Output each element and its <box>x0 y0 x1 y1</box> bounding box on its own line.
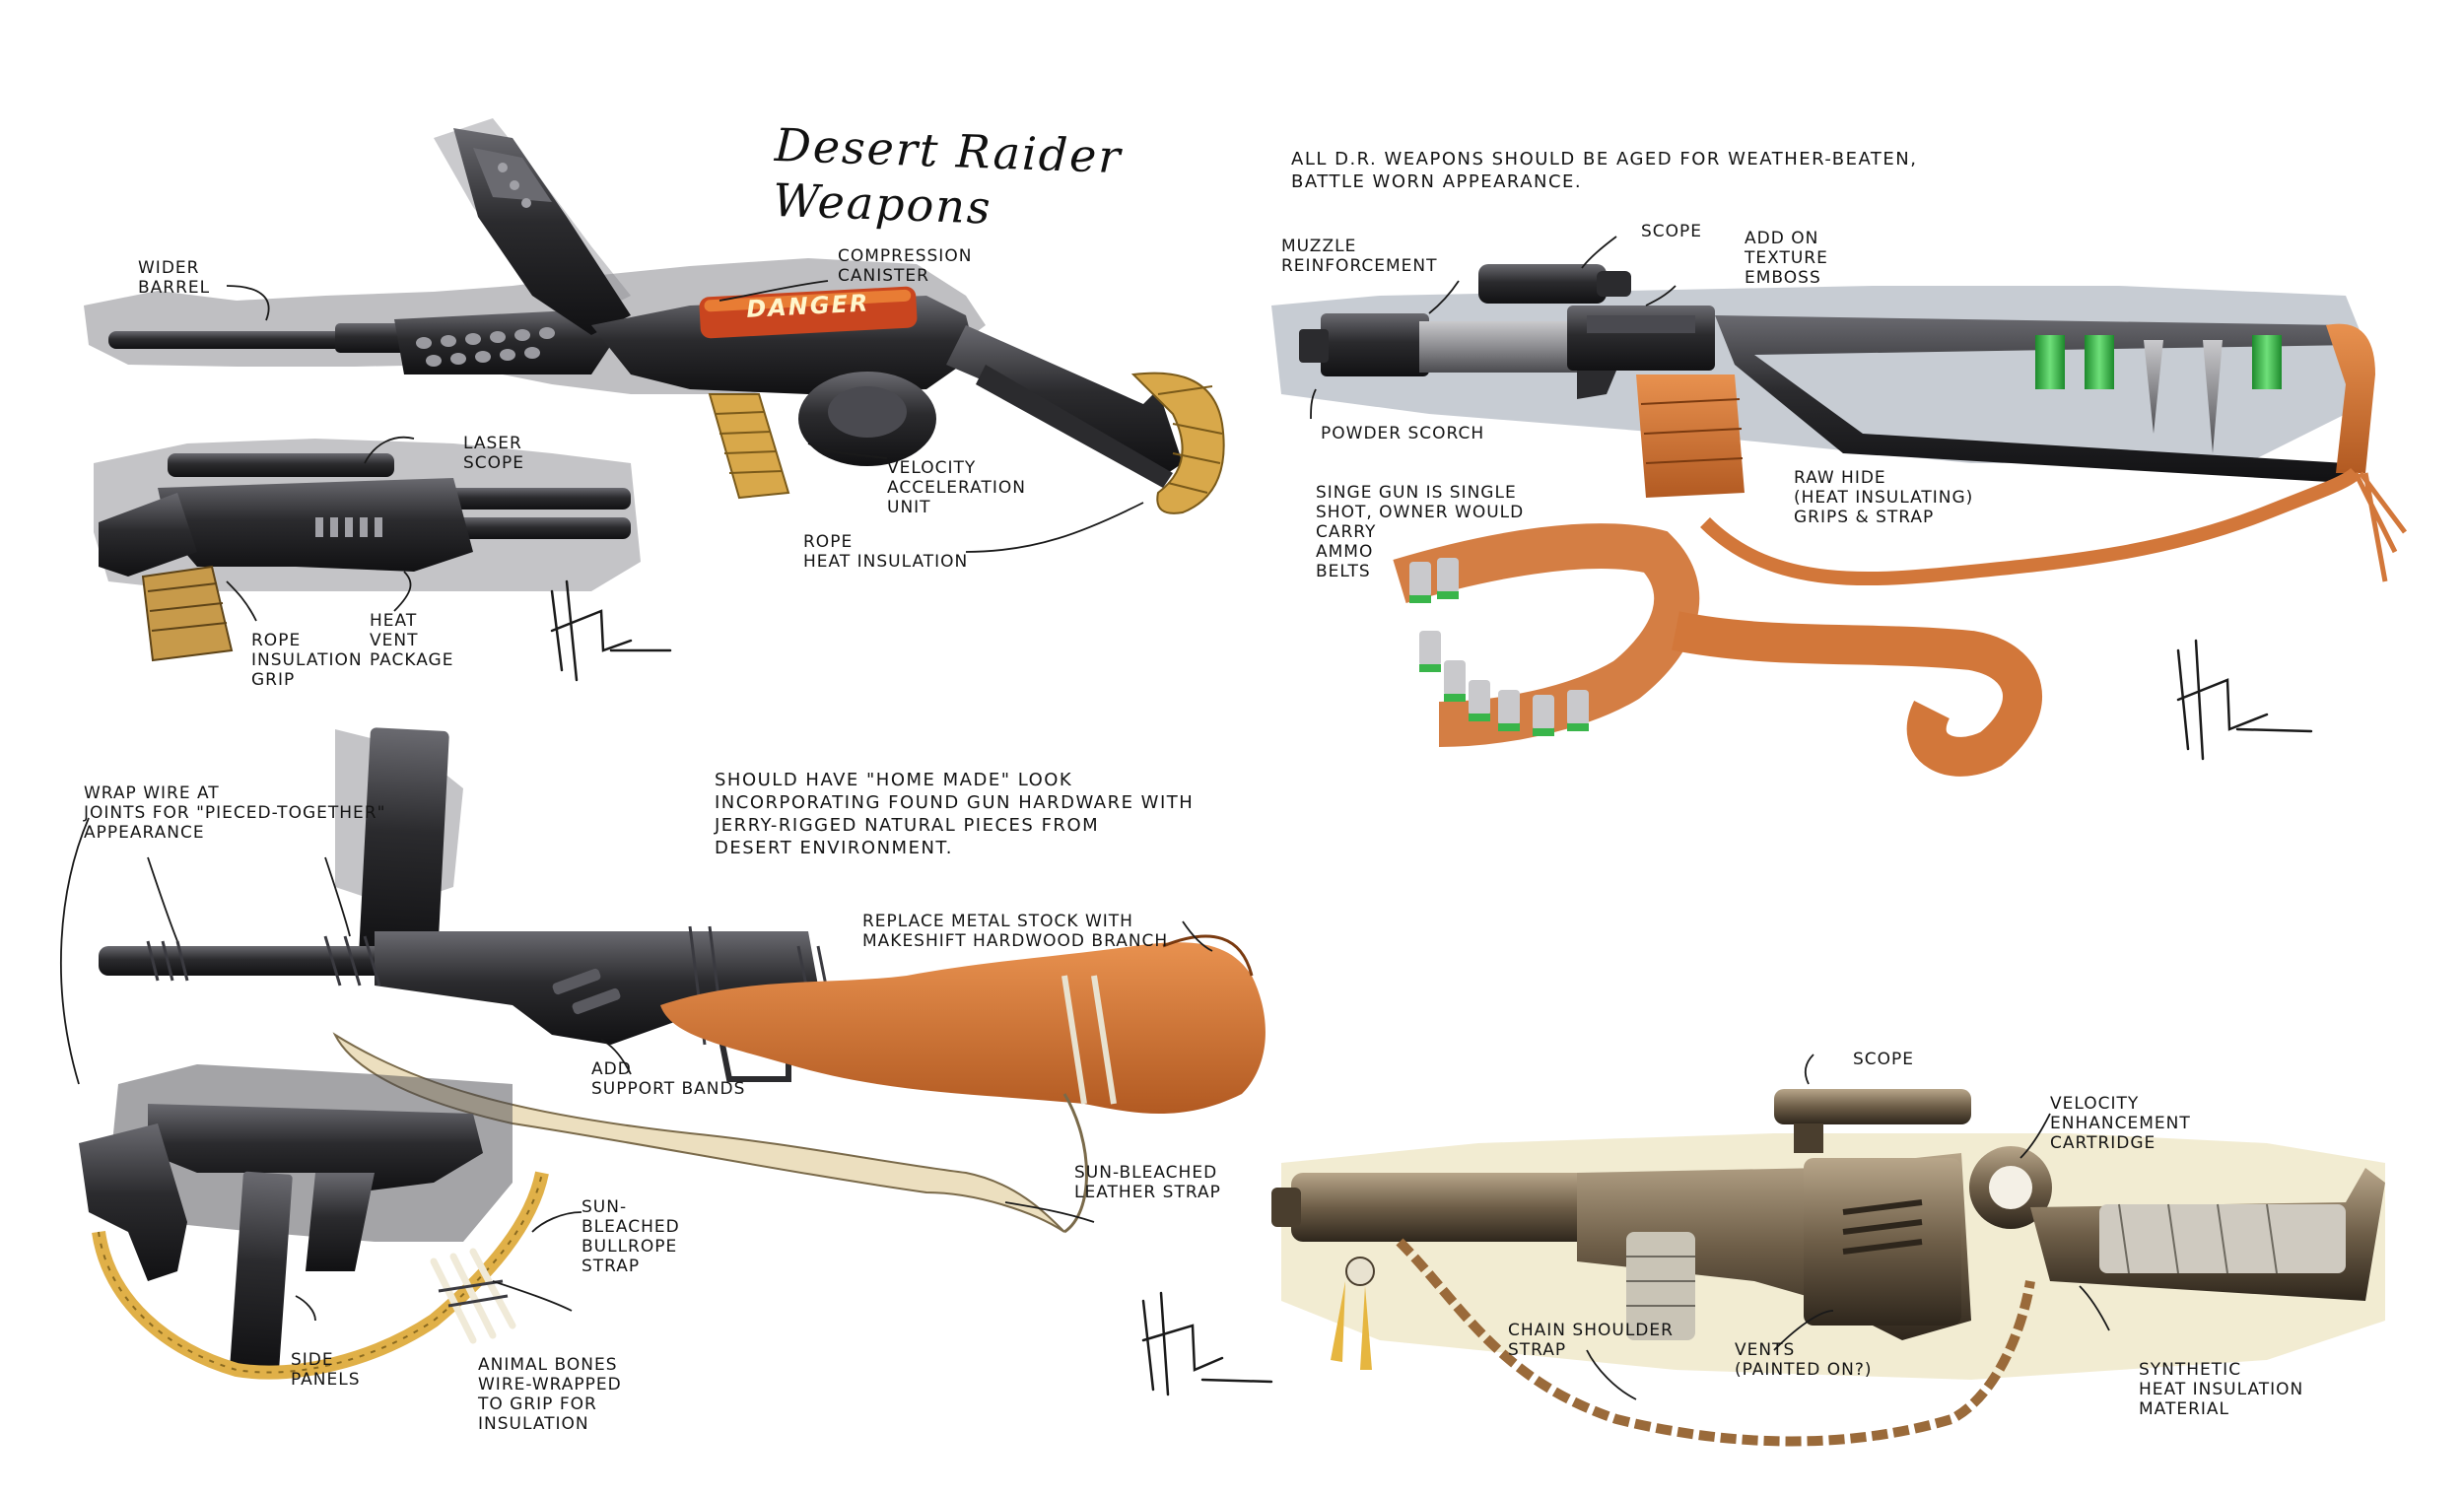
top-magazine <box>359 727 449 958</box>
label-animal-bones: Animal bones wire-wrapped to grip for in… <box>478 1355 622 1434</box>
label-add-support-bands: Add support bands <box>591 1059 746 1099</box>
label-sun-bleached-bullrope-strap: Sun- bleached bullrope strap <box>582 1197 680 1276</box>
feather-charm <box>1331 1257 1375 1370</box>
label-compression-canister: Compression canister <box>838 246 973 286</box>
rope-grip <box>708 393 790 500</box>
receiver <box>1567 306 1715 371</box>
label-wider-barrel: Wider barrel <box>138 258 211 298</box>
scope <box>1774 1089 1971 1124</box>
label-single-shot-note: Singe gun is single shot, owner would ca… <box>1316 483 1525 581</box>
label-raw-hide: Raw hide (heat insulating) grips & strap <box>1794 468 1974 527</box>
label-vents: Vents (painted on?) <box>1735 1340 1873 1380</box>
hardwood-stock <box>660 942 1266 1114</box>
label-chain-shoulder-strap: Chain shoulder strap <box>1508 1321 1674 1360</box>
magazine <box>230 1171 293 1372</box>
chain-strap <box>1396 1238 2035 1447</box>
note-aged-weapons: All D.R. weapons should be aged for weat… <box>1291 149 1918 192</box>
sketch-3-smg-rifle <box>99 727 1266 1234</box>
label-wrap-wire: Wrap wire at joints for "pieced-together… <box>84 783 386 843</box>
muzzle <box>1321 313 1429 376</box>
label-muzzle-reinforcement: Muzzle reinforcement <box>1281 237 1438 276</box>
sketch-2-single-shot <box>1271 264 2407 777</box>
rawhide-stock <box>2326 323 2375 473</box>
shotgun-stock <box>99 493 197 577</box>
barrel <box>108 331 345 349</box>
ammo-shells <box>2035 335 2282 453</box>
perforated-shroud <box>394 309 611 374</box>
label-side-panels: Side panels <box>291 1350 361 1390</box>
barrel <box>1291 1173 1597 1242</box>
label-scope-2: Scope <box>1853 1050 1915 1069</box>
belt-shells <box>1409 558 1589 730</box>
barrel <box>99 946 394 976</box>
leader-lines <box>59 236 2110 1400</box>
label-powder-scorch: Powder scorch <box>1321 424 1485 443</box>
sketch-4-rifle <box>1271 1089 2385 1447</box>
sketch-1-shotgun <box>94 439 641 662</box>
shotgun-barrel <box>434 488 631 510</box>
label-heat-vent-package: Heat vent package <box>370 611 454 670</box>
label-synthetic-heat-insulation: Synthetic heat insulation material <box>2139 1360 2304 1419</box>
label-replace-stock: Replace metal stock with makeshift hardw… <box>862 912 1169 951</box>
signature <box>550 579 2313 1396</box>
receiver <box>375 931 818 1045</box>
label-add-on-texture-emboss: Add on texture emboss <box>1745 229 1828 288</box>
laser-scope <box>168 453 394 477</box>
scope <box>1478 264 1607 304</box>
label-laser-scope: Laser scope <box>463 434 525 473</box>
animal-bones <box>430 1248 516 1344</box>
stock <box>946 325 1183 473</box>
rawhide-strap <box>1700 467 2361 586</box>
page-title: Desert Raider Weapons <box>772 117 1124 235</box>
label-rope-insulation-grip: Rope insulation grip <box>251 631 363 690</box>
label-rope-heat-insulation: Rope heat insulation <box>803 532 969 572</box>
rawhide-grip <box>1636 374 1745 498</box>
stock <box>1715 315 2356 483</box>
sketch-1-rifle <box>84 118 1225 514</box>
label-sun-bleached-leather-strap: Sun-bleached leather strap <box>1074 1163 1221 1202</box>
grip <box>1626 1232 1695 1340</box>
pistol-body <box>148 1104 483 1192</box>
sketch-3-smg-pistol <box>79 1064 549 1380</box>
label-velocity-enhancement-cartridge: Velocity enhancement cartridge <box>2050 1094 2191 1153</box>
label-scope: Scope <box>1641 222 1703 241</box>
label-velocity-acceleration-unit: Velocity acceleration unit <box>887 458 1026 517</box>
note-home-made: Should have "home made" look incorporati… <box>715 770 1195 858</box>
